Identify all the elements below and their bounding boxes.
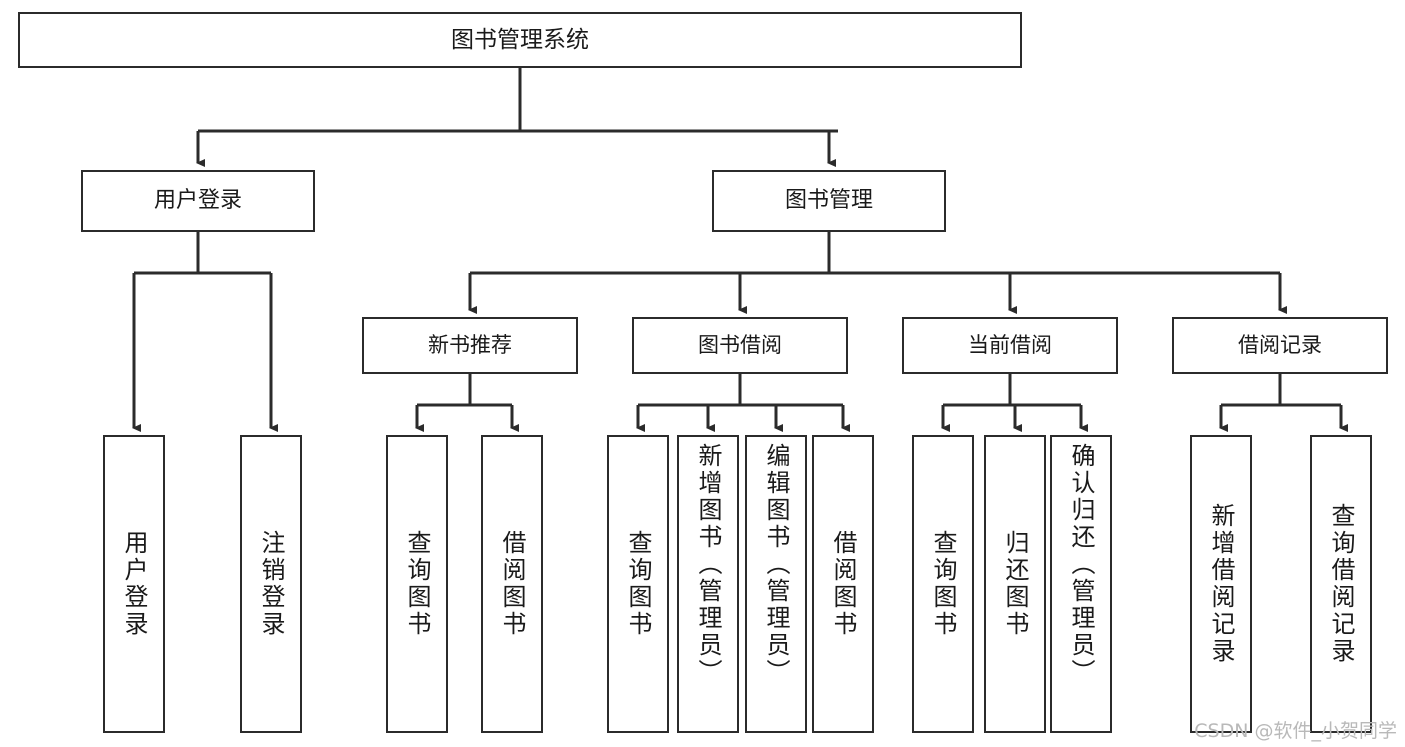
leaf-user-login-label: 用户登录	[120, 530, 148, 638]
leaf-add-book-admin[interactable]: 新增图书（管理员）	[677, 435, 739, 733]
leaf-query-book[interactable]: 查询图书	[607, 435, 669, 733]
node-new-book-recommend-label: 新书推荐	[428, 333, 512, 358]
leaf-confirm-return-admin-label: 确认归还（管理员）	[1067, 443, 1095, 686]
node-book-management-label: 图书管理	[784, 188, 873, 214]
node-user-login-label: 用户登录	[153, 188, 242, 214]
node-current-borrow[interactable]: 当前借阅	[902, 317, 1118, 374]
leaf-confirm-return-admin[interactable]: 确认归还（管理员）	[1050, 435, 1112, 733]
node-root[interactable]: 图书管理系统	[18, 12, 1022, 68]
leaf-query-book-recommend-label: 查询图书	[403, 530, 431, 638]
leaf-query-book-current[interactable]: 查询图书	[912, 435, 974, 733]
leaf-borrow-book-label: 借阅图书	[829, 530, 857, 638]
leaf-query-borrow-record-label: 查询借阅记录	[1327, 503, 1355, 665]
leaf-edit-book-admin-label: 编辑图书（管理员）	[762, 443, 790, 686]
leaf-logout-label: 注销登录	[257, 530, 285, 638]
node-user-login[interactable]: 用户登录	[81, 170, 315, 232]
node-new-book-recommend[interactable]: 新书推荐	[362, 317, 578, 374]
leaf-logout[interactable]: 注销登录	[240, 435, 302, 733]
node-borrow-record[interactable]: 借阅记录	[1172, 317, 1388, 374]
leaf-borrow-book-recommend-label: 借阅图书	[498, 530, 526, 638]
leaf-return-book[interactable]: 归还图书	[984, 435, 1046, 733]
watermark: CSDN @软件_小贺同学	[1194, 720, 1397, 742]
leaf-query-borrow-record[interactable]: 查询借阅记录	[1310, 435, 1372, 733]
leaf-add-book-admin-label: 新增图书（管理员）	[694, 443, 722, 686]
leaf-query-book-label: 查询图书	[624, 530, 652, 638]
leaf-query-book-current-label: 查询图书	[929, 530, 957, 638]
leaf-user-login[interactable]: 用户登录	[103, 435, 165, 733]
leaf-query-book-recommend[interactable]: 查询图书	[386, 435, 448, 733]
node-book-borrow-label: 图书借阅	[698, 333, 782, 358]
leaf-return-book-label: 归还图书	[1001, 530, 1029, 638]
leaf-borrow-book-recommend[interactable]: 借阅图书	[481, 435, 543, 733]
node-borrow-record-label: 借阅记录	[1238, 333, 1322, 358]
leaf-add-borrow-record-label: 新增借阅记录	[1207, 503, 1235, 665]
node-current-borrow-label: 当前借阅	[968, 333, 1052, 358]
node-book-management[interactable]: 图书管理	[712, 170, 946, 232]
leaf-add-borrow-record[interactable]: 新增借阅记录	[1190, 435, 1252, 733]
node-book-borrow[interactable]: 图书借阅	[632, 317, 848, 374]
leaf-borrow-book[interactable]: 借阅图书	[812, 435, 874, 733]
leaf-edit-book-admin[interactable]: 编辑图书（管理员）	[745, 435, 807, 733]
node-root-label: 图书管理系统	[451, 26, 589, 53]
